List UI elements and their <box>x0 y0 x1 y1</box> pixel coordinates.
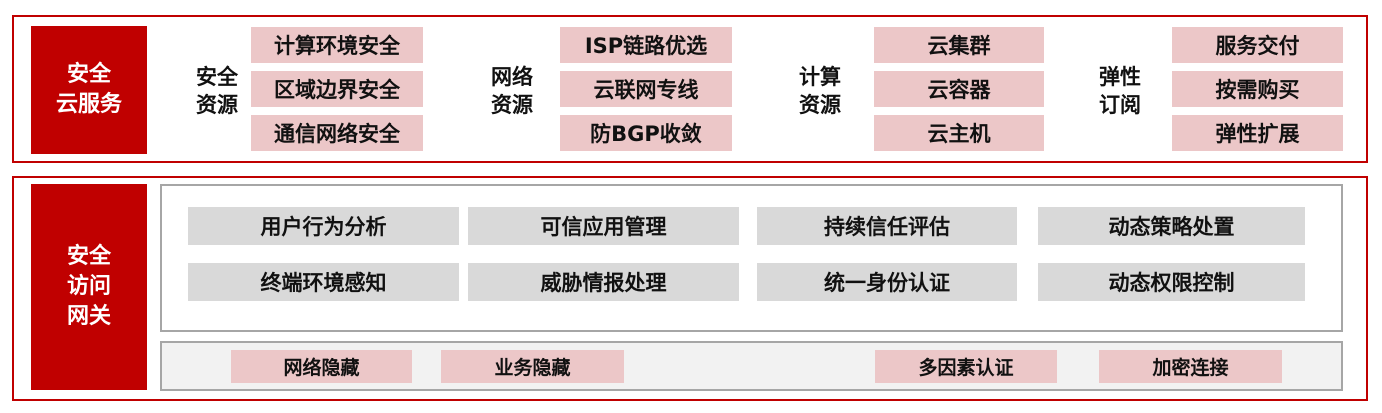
gateway-title-text: 安全 访问 网关 <box>66 244 111 329</box>
cap-user-behavior-analysis: 用户行为分析 <box>188 207 459 245</box>
cap-unified-identity-auth: 统一身份认证 <box>757 263 1017 301</box>
cloud-service-title: 安全 云服务 <box>31 26 147 154</box>
cloud-service-frame <box>12 15 1368 163</box>
item-isp-link: ISP链路优选 <box>560 27 732 63</box>
group-label-security: 安全 资源 <box>196 65 238 117</box>
cap-threat-intel-processing: 威胁情报处理 <box>468 263 739 301</box>
item-service-delivery: 服务交付 <box>1172 27 1343 63</box>
group-label-network: 网络 资源 <box>491 65 533 117</box>
group-items-security: 计算环境安全 区域边界安全 通信网络安全 <box>251 27 423 151</box>
item-cloud-container: 云容器 <box>874 71 1044 107</box>
item-bgp-convergence: 防BGP收敛 <box>560 115 732 151</box>
group-label-compute: 计算 资源 <box>799 65 841 117</box>
item-cloud-dedicated-line: 云联网专线 <box>560 71 732 107</box>
feature-service-hiding: 业务隐藏 <box>441 350 624 383</box>
group-items-network: ISP链路优选 云联网专线 防BGP收敛 <box>560 27 732 151</box>
item-on-demand-purchase: 按需购买 <box>1172 71 1343 107</box>
gateway-title: 安全 访问 网关 <box>31 184 147 390</box>
item-cloud-cluster: 云集群 <box>874 27 1044 63</box>
feature-mfa: 多因素认证 <box>875 350 1057 383</box>
feature-encrypted-connection: 加密连接 <box>1099 350 1282 383</box>
item-compute-env-security: 计算环境安全 <box>251 27 423 63</box>
cloud-service-title-text: 安全 云服务 <box>55 62 122 117</box>
gateway-frame <box>12 176 1368 401</box>
cap-dynamic-policy-response: 动态策略处置 <box>1038 207 1305 245</box>
feature-network-hiding: 网络隐藏 <box>231 350 412 383</box>
cap-trusted-app-management: 可信应用管理 <box>468 207 739 245</box>
group-label-subscription: 弹性 订阅 <box>1099 65 1141 117</box>
group-items-compute: 云集群 云容器 云主机 <box>874 27 1044 151</box>
group-items-subscription: 服务交付 按需购买 弹性扩展 <box>1172 27 1343 151</box>
cap-dynamic-permission-control: 动态权限控制 <box>1038 263 1305 301</box>
cap-endpoint-env-awareness: 终端环境感知 <box>188 263 459 301</box>
item-cloud-host: 云主机 <box>874 115 1044 151</box>
item-elastic-expansion: 弹性扩展 <box>1172 115 1343 151</box>
cap-continuous-trust-eval: 持续信任评估 <box>757 207 1017 245</box>
item-boundary-security: 区域边界安全 <box>251 71 423 107</box>
item-network-comm-security: 通信网络安全 <box>251 115 423 151</box>
